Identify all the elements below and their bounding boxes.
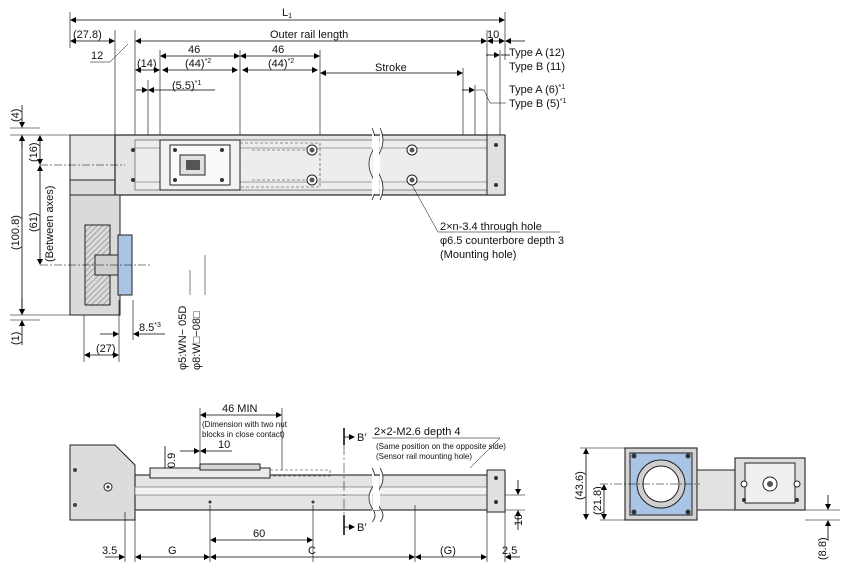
dim-14: (14) bbox=[137, 58, 157, 70]
note-star1-c: *1 bbox=[560, 98, 567, 105]
dim-4: (4) bbox=[10, 109, 22, 122]
dim-1: (1) bbox=[10, 332, 22, 345]
top-view: L1 (27.8) Outer rail length 10 12 Type A… bbox=[10, 7, 566, 370]
dim-g-paren: (G) bbox=[440, 545, 456, 557]
dim-row-2: (27.8) Outer rail length 10 12 bbox=[70, 29, 525, 135]
dim-46-min: 46 MIN (Dimension with two nut blocks in… bbox=[162, 403, 288, 475]
dim-10-top: 10 bbox=[487, 29, 499, 41]
dim-27-8: (27.8) bbox=[73, 29, 102, 41]
dim-5-5-label: (5.5) bbox=[172, 80, 195, 92]
dim-0-9: 0.9 bbox=[166, 453, 178, 468]
tap-note-l3: (Sensor rail mounting hole) bbox=[376, 452, 472, 461]
dim-c: C bbox=[308, 545, 316, 557]
mounting-hole-note: 2×n-3.4 through hole φ6.5 counterbore de… bbox=[411, 184, 564, 261]
end-view-body bbox=[600, 447, 806, 521]
dim-5-5: (5.5)*1 bbox=[136, 80, 215, 135]
between-axes: (Between axes) bbox=[44, 186, 56, 262]
side-bottom-dims: 3.5 G 60 C (G) 2.5 bbox=[102, 505, 520, 562]
dim-16: (16) bbox=[28, 142, 40, 162]
svg-text:(5.5)*1: (5.5)*1 bbox=[172, 80, 201, 92]
dim-stroke: Stroke bbox=[320, 62, 464, 135]
note-star2-a: *2 bbox=[205, 58, 212, 65]
dim-27: (27) bbox=[96, 343, 116, 355]
l1-subscript: 1 bbox=[288, 13, 292, 20]
top-view-bottom-dims: (27) 8.5*3 φ5:WN− 05D φ8:W□−08□ bbox=[83, 255, 206, 370]
actuator-top-body bbox=[40, 127, 506, 316]
svg-text:L1: L1 bbox=[282, 7, 292, 20]
svg-text:(44)*2: (44)*2 bbox=[185, 58, 211, 70]
note-star3: *3 bbox=[154, 322, 161, 329]
type-a-12: Type A (12) bbox=[509, 47, 565, 59]
b-prime-top: B’ bbox=[357, 432, 367, 444]
dim-2-5: 2.5 bbox=[502, 545, 517, 557]
dim-g: G bbox=[168, 545, 177, 557]
dim-44-a: (44) bbox=[185, 58, 205, 70]
dim-8-8: (8.8) bbox=[817, 537, 829, 560]
svg-text:(44)*2: (44)*2 bbox=[268, 58, 294, 70]
dim-61: (61) bbox=[28, 212, 40, 232]
dim-43-6: (43.6) bbox=[574, 471, 586, 500]
dim-46-row: 46 46 (44)*2 (44)*2 (14) bbox=[135, 44, 321, 135]
tap-note-l2: (Same position on the opposite side) bbox=[376, 442, 506, 451]
dim-44-b: (44) bbox=[268, 58, 288, 70]
dim-46-min-label: 46 MIN bbox=[222, 403, 258, 415]
tap-note-l1: 2×2-M2.6 depth 4 bbox=[374, 426, 461, 438]
type-b-11: Type B (11) bbox=[509, 61, 565, 73]
dim-3-5: 3.5 bbox=[102, 545, 117, 557]
dim-46-a: 46 bbox=[188, 44, 200, 56]
section-b-marks: B’ B’ bbox=[343, 428, 367, 535]
dim-12: 12 bbox=[91, 50, 103, 62]
actuator-side-body bbox=[69, 444, 506, 523]
note-star1-b: *1 bbox=[559, 84, 566, 91]
b-prime-bottom: B’ bbox=[357, 522, 367, 534]
dim-8-5: 8.5 bbox=[139, 322, 154, 334]
dim-60: 60 bbox=[253, 528, 265, 540]
dim-46-b: 46 bbox=[272, 44, 284, 56]
hole-note-l3: (Mounting hole) bbox=[440, 249, 516, 261]
l1-label: L bbox=[282, 7, 288, 19]
note-star2-b: *2 bbox=[288, 58, 295, 65]
dim-10-a: 10 bbox=[218, 439, 230, 451]
svg-text:8.5*3: 8.5*3 bbox=[139, 322, 161, 334]
end-view-dims: (43.6) (21.8) (8.8) bbox=[574, 447, 840, 560]
nut-note-l2: blocks in close contact) bbox=[202, 430, 285, 439]
type-ab-label-1: Type A (12) Type B (11) bbox=[486, 47, 565, 135]
dim-100-8: (100.8) bbox=[10, 215, 22, 250]
type-b-5: Type B (5) bbox=[509, 98, 560, 110]
fitting-w-08: φ8:W□−08□ bbox=[191, 311, 203, 370]
vertical-dims-left: (4) (100.8) (1) (16) (61) (Between axes) bbox=[10, 105, 70, 345]
side-view: 46 MIN (Dimension with two nut blocks in… bbox=[69, 403, 525, 562]
nut-note-l1: (Dimension with two nut bbox=[202, 420, 288, 429]
note-star1-a: *1 bbox=[195, 80, 202, 87]
fitting-wn-05d: φ5:WN− 05D bbox=[177, 306, 189, 370]
hole-note-l1: 2×n-3.4 through hole bbox=[440, 221, 542, 233]
tap-note: 2×2-M2.6 depth 4 (Same position on the o… bbox=[372, 426, 506, 469]
hole-note-l2: φ6.5 counterbore depth 3 bbox=[440, 235, 564, 247]
type-a-6: Type A (6) bbox=[509, 84, 559, 96]
svg-text:Type B (5)*1: Type B (5)*1 bbox=[509, 98, 566, 110]
dim-outer-rail-length: Outer rail length bbox=[270, 29, 348, 41]
dim-21-8: (21.8) bbox=[592, 486, 604, 515]
svg-text:Type A (6)*1: Type A (6)*1 bbox=[509, 84, 565, 96]
dim-10-b: 10 bbox=[505, 480, 525, 530]
stroke-label: Stroke bbox=[375, 62, 407, 74]
dim-10-b-label: 10 bbox=[513, 514, 525, 526]
end-view: (43.6) (21.8) (8.8) bbox=[574, 447, 840, 560]
type-ab-label-2: Type A (6)*1 Type B (5)*1 bbox=[462, 84, 566, 135]
